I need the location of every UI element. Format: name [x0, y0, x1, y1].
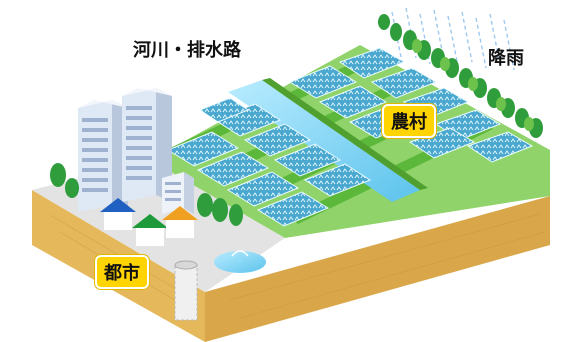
mid-building	[162, 172, 194, 214]
tall-building-right	[122, 88, 172, 202]
river-bank	[262, 78, 428, 190]
house-blue	[100, 198, 136, 230]
city-trees	[50, 163, 243, 226]
water-pond	[214, 251, 266, 273]
paddy-fields-left	[166, 97, 372, 227]
river-label: 河川・排水路	[133, 40, 241, 61]
house-green	[132, 214, 168, 246]
river-channel	[228, 80, 420, 202]
village-badge: 農村	[382, 104, 436, 138]
city-badge: 都市	[95, 255, 149, 289]
ridge-trees-light	[412, 39, 534, 131]
tall-building-left	[78, 100, 128, 212]
rain-label: 降雨	[488, 48, 524, 69]
house-orange	[162, 206, 198, 238]
storage-tank	[174, 260, 198, 321]
soil-bottom-front	[205, 196, 550, 342]
